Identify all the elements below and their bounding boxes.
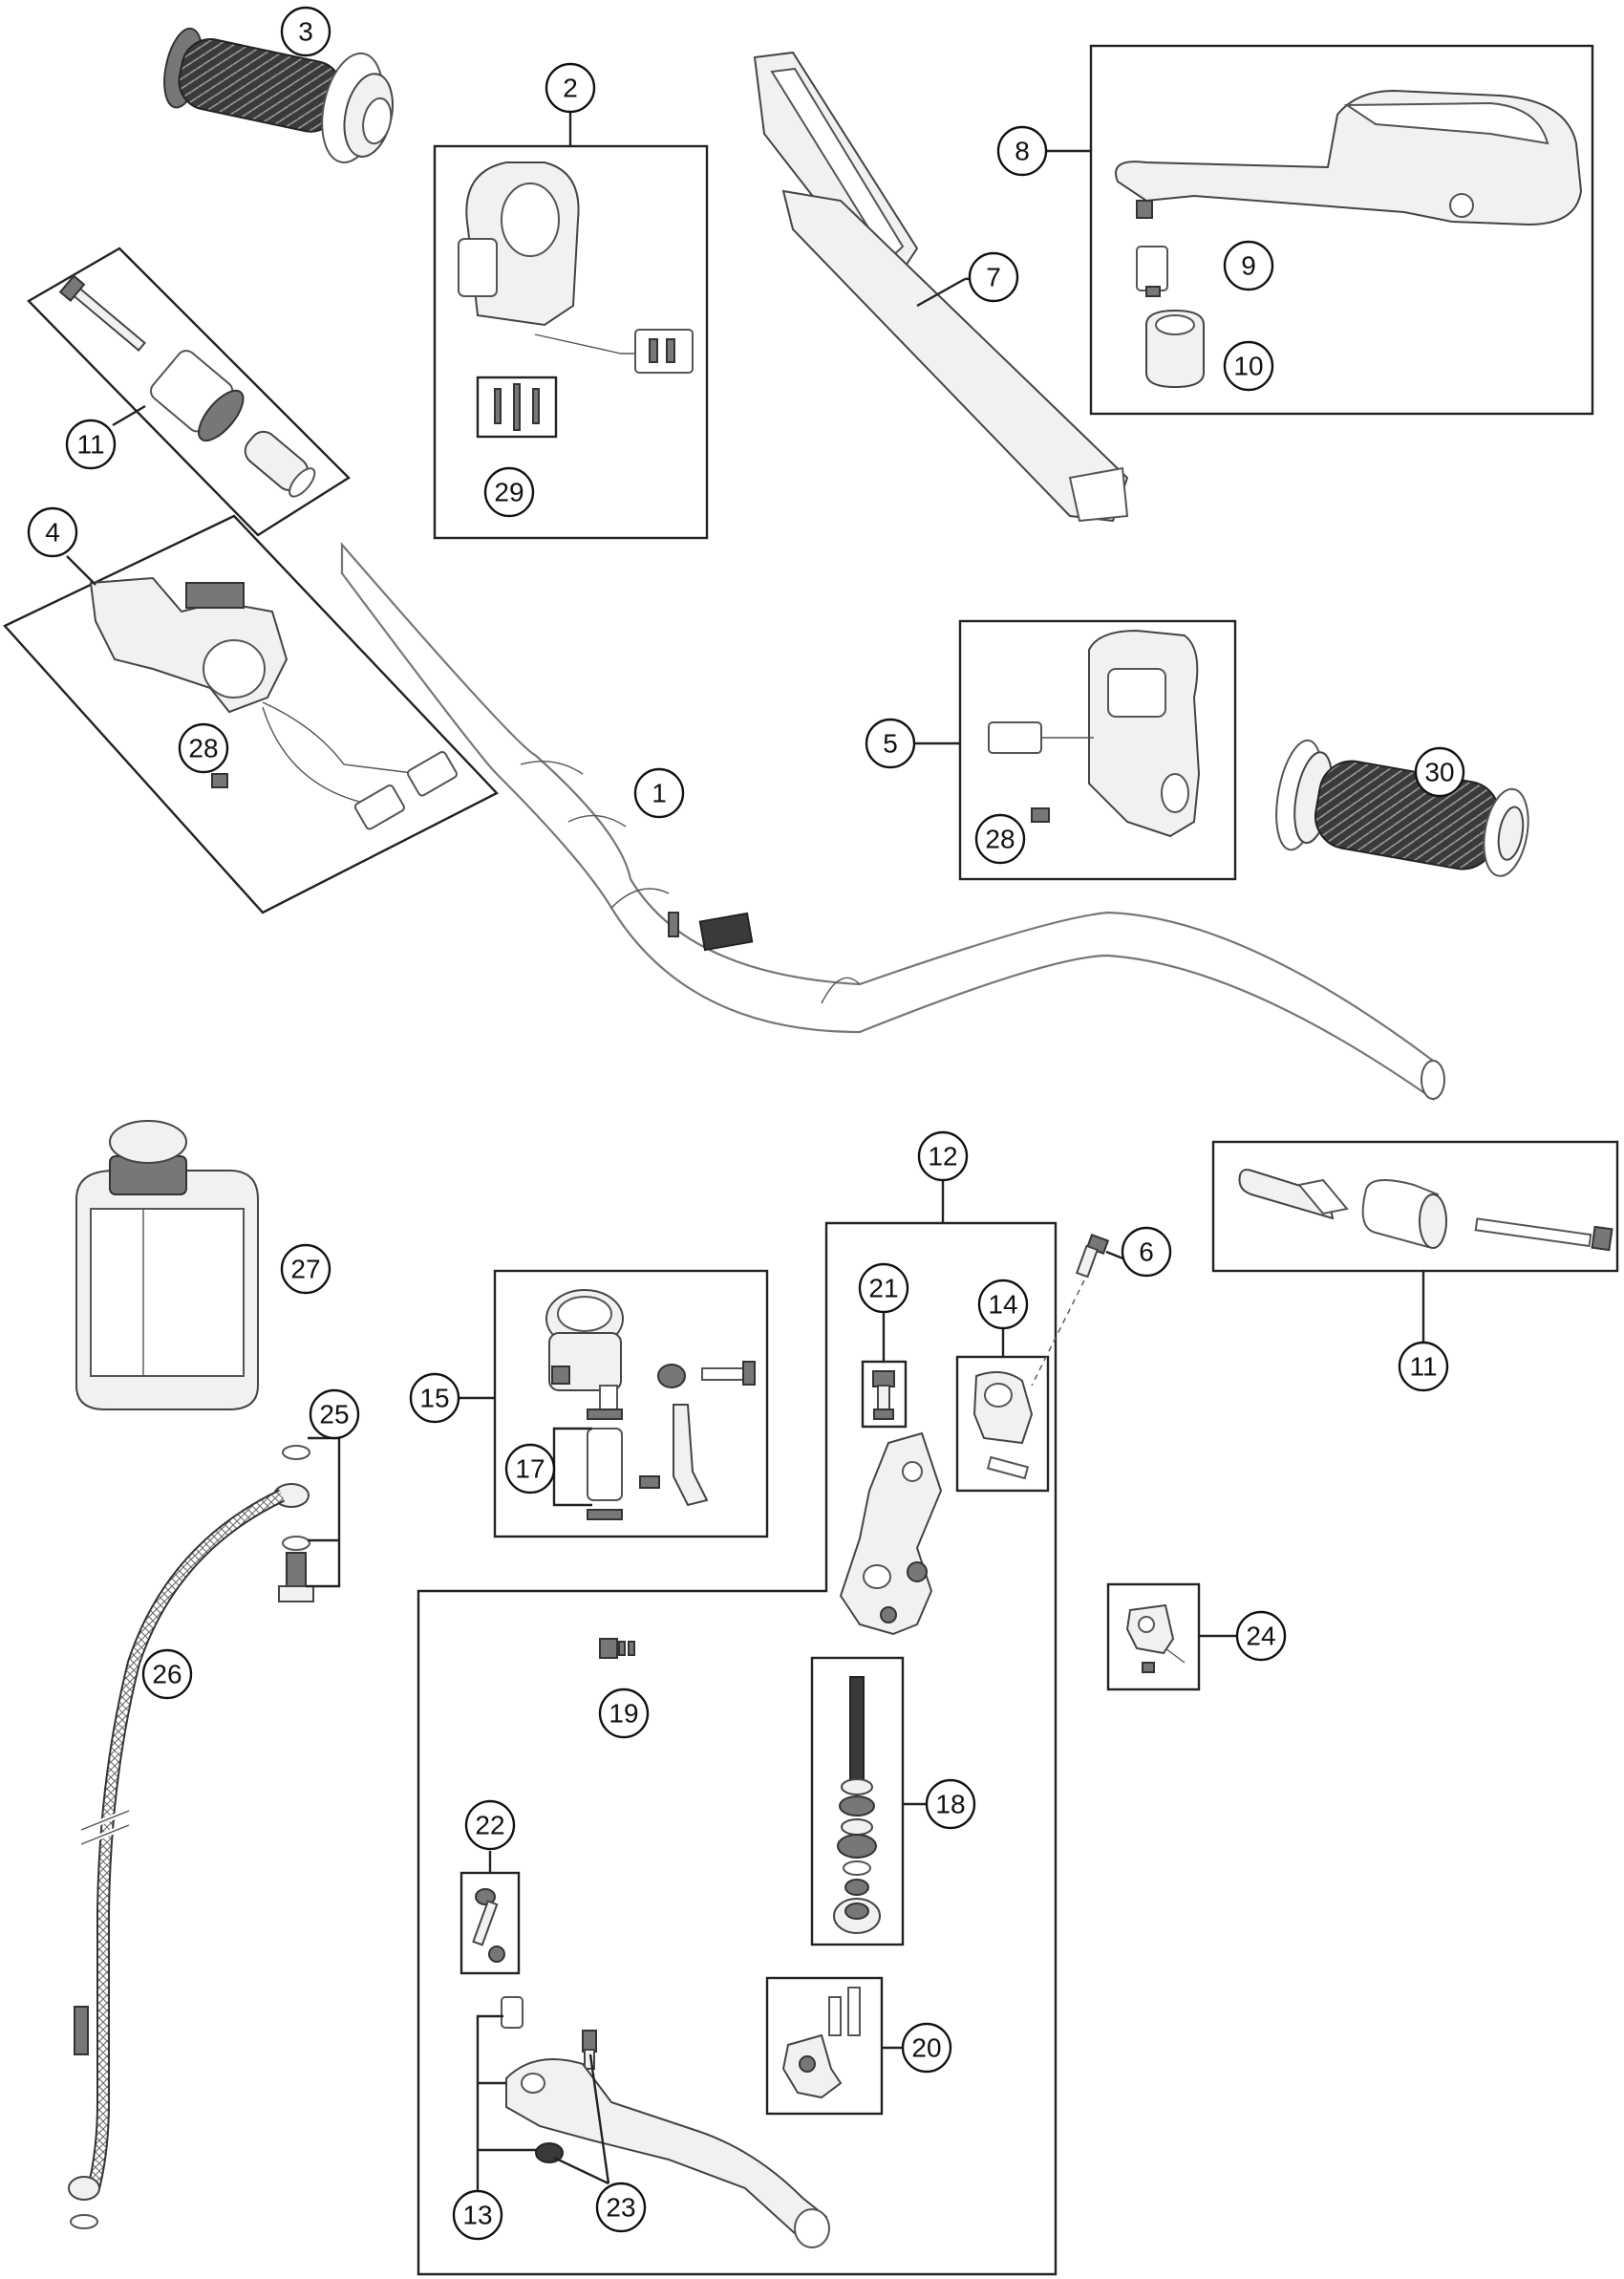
callout-6-label: 6 [1139,1237,1154,1267]
callout-3-label: 3 [298,17,313,47]
callout-28-right-label: 28 [985,825,1015,854]
callout-23: 23 [595,2182,647,2233]
callout-4: 4 [27,506,78,558]
callout-25-label: 25 [319,1400,349,1430]
callout-4-label: 4 [45,518,60,548]
callout-7: 7 [968,251,1019,303]
callout-27: 27 [280,1243,331,1295]
callout-30-label: 30 [1424,758,1454,787]
callout-8-label: 8 [1015,137,1030,166]
callout-29-label: 29 [494,478,524,507]
callout-6: 6 [1121,1226,1172,1278]
callout-22-label: 22 [475,1811,504,1840]
callout-25: 25 [309,1388,360,1440]
callout-13-label: 13 [462,2201,492,2230]
callout-27-label: 27 [290,1255,320,1284]
right-switch-part [988,629,1201,838]
callout-22: 22 [464,1799,516,1851]
callout-18: 18 [925,1778,976,1830]
screw-21-part [872,1370,895,1420]
left-control-part [89,576,458,830]
callout-11-right-label: 11 [1409,1352,1437,1382]
handlebar-part [340,542,1445,1102]
callout-5-label: 5 [883,729,898,759]
callout-9: 9 [1223,240,1274,291]
callout-19: 19 [598,1688,650,1739]
callout-17: 17 [504,1443,556,1494]
callout-7-label: 7 [986,263,1001,292]
callout-18-label: 18 [935,1790,965,1819]
brake-line-part [68,1445,314,2229]
callout-15: 15 [409,1372,460,1424]
callout-26: 26 [141,1648,193,1700]
callout-3: 3 [280,6,331,57]
callout-11-upper-label: 11 [76,430,104,460]
callout-12-label: 12 [928,1142,957,1172]
bar-end-kit-right-box [1211,1140,1619,1273]
callout-9-label: 9 [1241,251,1256,281]
callout-23-label: 23 [606,2193,635,2223]
callout-24-label: 24 [1246,1622,1275,1651]
pivot-20-box [765,1976,884,2116]
leader-lines [66,113,1425,2190]
lever-guard-part [1115,89,1583,389]
piston-kit-18-box [810,1656,905,1946]
callout-8: 8 [996,125,1048,177]
callout-17-label: 17 [515,1454,545,1484]
callout-1: 1 [633,767,685,819]
mirror-part [753,51,1129,523]
callout-29: 29 [483,466,535,518]
right-grip-part [1275,739,1529,877]
callout-21: 21 [858,1262,909,1314]
bar-end-kit-upper [27,247,351,537]
fitting-19-part [599,1638,635,1659]
callout-10-label: 10 [1233,352,1263,381]
callout-19-label: 19 [609,1699,638,1729]
clamp-14-part [972,1371,1034,1480]
callout-21-label: 21 [868,1274,898,1303]
callout-14: 14 [977,1279,1029,1330]
callout-10: 10 [1223,340,1274,392]
master-cylinder-box [417,1221,1058,2276]
pivot-20-part [781,1987,861,2099]
switch-24-part [1125,1603,1186,1673]
callout-2: 2 [545,62,596,114]
callout-20-label: 20 [911,2033,941,2063]
brake-lever-part [501,1996,830,2248]
callout-11-right: 11 [1398,1341,1449,1392]
callout-24: 24 [1235,1610,1287,1662]
right-switch-box [958,619,1237,881]
callout-28-left-label: 28 [188,734,218,763]
callout-12: 12 [917,1130,969,1182]
reservoir-box [493,1269,769,1538]
callout-20: 20 [901,2022,952,2074]
bar-end-kit-right-part [1238,1169,1613,1252]
master-cylinder-part [839,1431,943,1636]
callout-2-label: 2 [563,74,578,103]
piston-kit-18-part [833,1676,881,1934]
callout-15-label: 15 [419,1384,449,1413]
reservoir-part [545,1289,756,1520]
callout-11-upper: 11 [65,419,117,470]
callout-26-label: 26 [152,1660,182,1689]
callout-13: 13 [452,2189,503,2241]
adjuster-22-part [472,1888,505,1963]
callout-30: 30 [1414,746,1465,798]
screw-6-part [1031,1234,1110,1387]
left-control-box [3,514,499,914]
brake-fluid-bottle-part [75,1120,259,1410]
left-grip-part [163,27,394,163]
callout-1-label: 1 [652,779,667,808]
callout-28-left: 28 [178,722,229,774]
callout-28-right: 28 [974,813,1026,865]
callout-5: 5 [865,718,916,769]
callout-14-label: 14 [988,1290,1017,1320]
lever-guard-box [1089,44,1594,416]
left-switch-part [458,161,694,439]
